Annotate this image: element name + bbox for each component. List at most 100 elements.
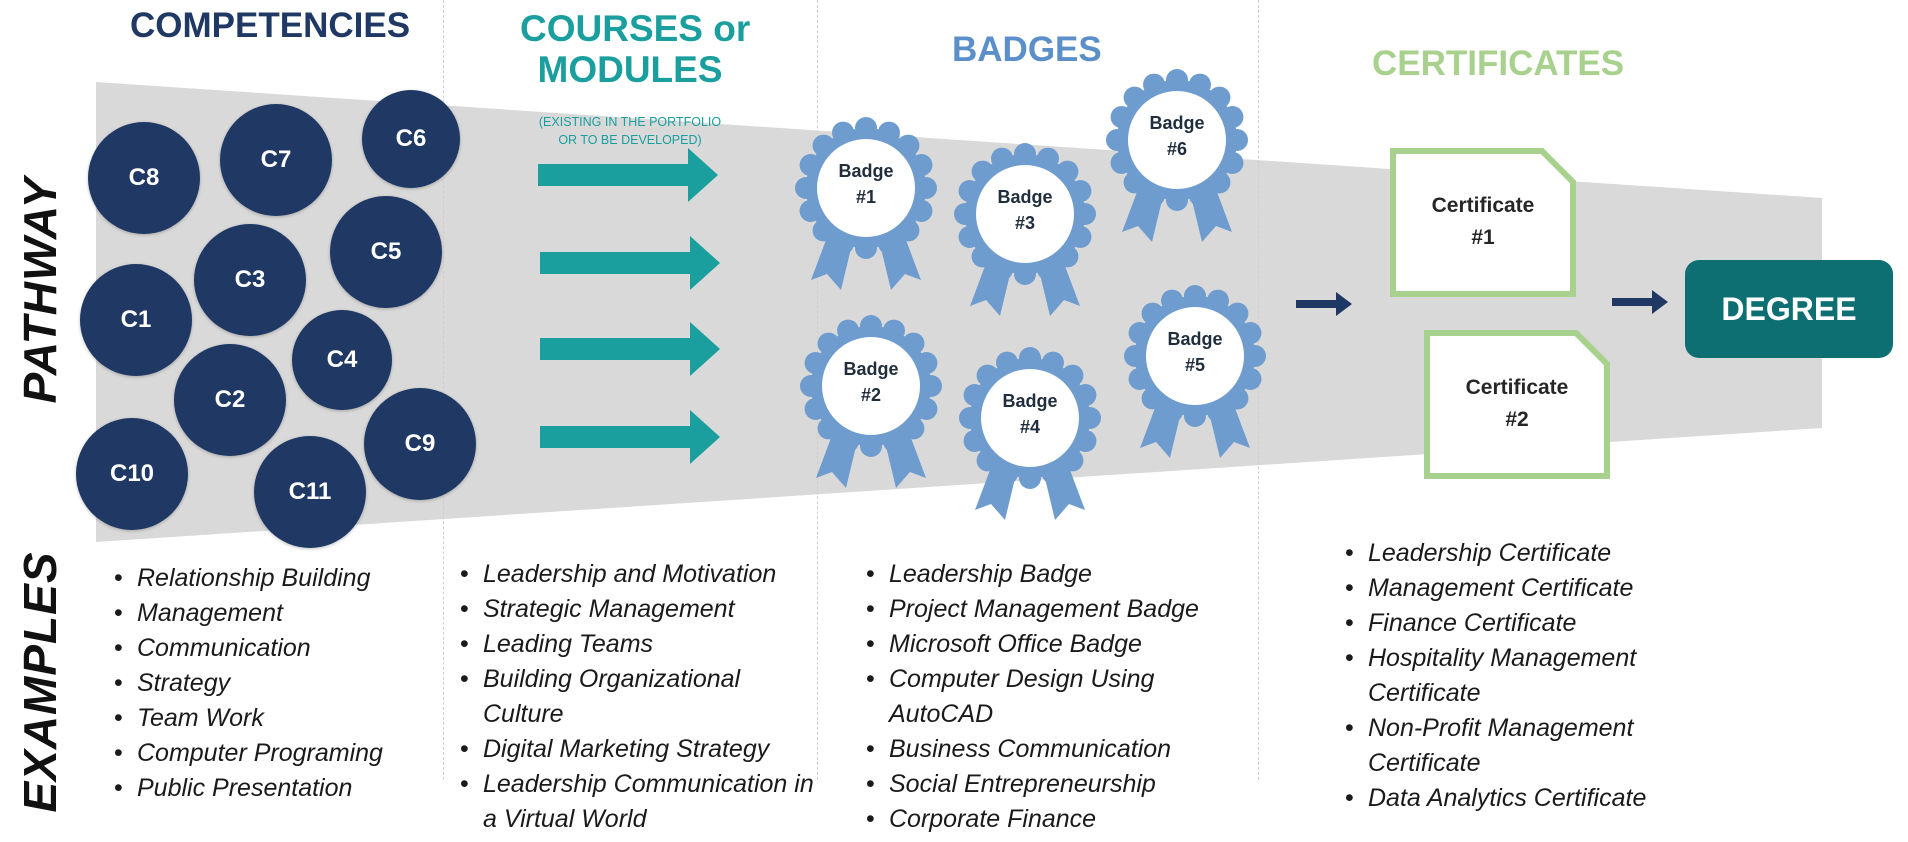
badge-3: Badge #3 [950,140,1100,330]
courses-note: (EXISTING IN THE PORTFOLIO OR TO BE DEVE… [510,114,750,149]
arrow-right-icon [540,410,720,464]
degree-box: DEGREE [1685,260,1893,358]
badge-5: Badge #5 [1120,282,1270,472]
courses-note-line1: (EXISTING IN THE PORTFOLIO [538,115,722,129]
list-item: Hospitality Management Certificate [1345,641,1698,711]
badge-6: Badge #6 [1102,66,1252,256]
badge-rosette-icon [954,143,1096,316]
list-item: Management [114,596,434,631]
competency-circle: C9 [364,388,476,500]
courses-title-line1: COURSES or [520,8,751,49]
badge-label: Badge #1 [791,158,941,210]
list-item: Leading Teams [460,627,820,662]
competency-examples-list: Relationship Building Management Communi… [114,561,434,806]
badge-label-line2: #1 [855,187,877,207]
list-item: Leadership Badge [866,557,1256,592]
badge-label: Badge #3 [950,184,1100,236]
badge-label: Badge #2 [796,356,946,408]
certificate-label-line1: Certificate [1465,376,1569,399]
competency-circle: C1 [80,264,192,376]
certificate-label: Certificate #2 [1432,372,1602,436]
badges-title: BADGES [952,30,1102,69]
competency-circle: C6 [362,90,460,188]
list-item: Leadership Certificate [1345,536,1685,571]
certificate-icon [1390,148,1576,297]
list-item: Computer Design Using AutoCAD [866,662,1219,732]
list-item: Public Presentation [114,771,434,806]
list-item: Relationship Building [114,561,434,596]
badge-label-line2: #4 [1019,417,1041,437]
certificates-title: CERTIFICATES [1372,44,1625,83]
badge-label-line2: #2 [860,385,882,405]
list-item: Communication [114,631,434,666]
certificate-examples-list: Leadership Certificate Management Certif… [1345,536,1685,816]
arrow-right-icon [1612,290,1668,314]
column-divider [443,0,444,780]
list-item: Data Analytics Certificate [1345,781,1685,816]
competency-circle: C7 [220,104,332,216]
column-divider [1258,0,1259,780]
list-item: Computer Programing [114,736,434,771]
list-item: Leadership Communication in a Virtual Wo… [460,767,823,837]
arrow-right-icon [1296,292,1352,316]
list-item: Microsoft Office Badge [866,627,1256,662]
list-item: Strategy [114,666,434,701]
badge-4: Badge #4 [955,344,1105,534]
certificate-icon [1424,330,1610,479]
badge-rosette-icon [800,315,942,488]
badge-2: Badge #2 [796,312,946,502]
list-item: Digital Marketing Strategy [460,732,820,767]
badge-label-line2: #3 [1014,213,1036,233]
badge-examples-list: Leadership Badge Project Management Badg… [866,557,1256,837]
competencies-title: COMPETENCIES [130,6,411,45]
courses-title-line2: MODULES [537,49,723,91]
badge-label-line1: Badge [997,187,1053,207]
badge-label-line1: Badge [1149,113,1205,133]
badge-label-line1: Badge [1167,329,1223,349]
badge-label: Badge #4 [955,388,1105,440]
certificate-label: Certificate #1 [1398,190,1568,254]
badge-rosette-icon [959,347,1101,520]
courses-note-line2: OR TO BE DEVELOPED) [558,132,702,147]
badge-rosette-icon [1124,285,1266,458]
certificate-label-line2: #2 [1505,408,1529,431]
arrow-right-icon [538,148,718,202]
list-item: Building Organizational Culture [460,662,783,732]
badge-1: Badge #1 [791,114,941,304]
badge-label-line1: Badge [838,161,894,181]
certificate-label-line1: Certificate [1431,194,1535,217]
courses-title: COURSES or MODULES [520,8,751,91]
arrow-right-icon [540,236,720,290]
list-item: Project Management Badge [866,592,1256,627]
badge-label-line2: #6 [1166,139,1188,159]
certificate-2: Certificate #2 [1424,330,1610,480]
badge-label-line2: #5 [1184,355,1206,375]
certificate-label-line2: #1 [1471,226,1495,249]
badge-label-line1: Badge [843,359,899,379]
list-item: Leadership and Motivation [460,557,820,592]
competency-circle: C3 [194,224,306,336]
pathway-label: PATHWAY [14,176,66,404]
list-item: Social Entrepreneurship [866,767,1256,802]
list-item: Business Communication [866,732,1256,767]
list-item: Strategic Management [460,592,820,627]
competency-circle: C8 [88,122,200,234]
list-item: Finance Certificate [1345,606,1685,641]
competency-circle: C2 [174,344,286,456]
examples-label: EXAMPLES [14,551,66,813]
badge-label-line1: Badge [1002,391,1058,411]
competency-circle: C5 [330,196,442,308]
competency-circle: C11 [254,436,366,548]
certificate-1: Certificate #1 [1390,148,1576,298]
list-item: Team Work [114,701,434,736]
competency-circle: C10 [76,418,188,530]
list-item: Management Certificate [1345,571,1685,606]
badge-label: Badge #6 [1102,110,1252,162]
list-item: Non-Profit Management Certificate [1345,711,1698,781]
competency-circle: C4 [292,310,392,410]
course-examples-list: Leadership and Motivation Strategic Mana… [460,557,820,837]
list-item: Corporate Finance [866,802,1256,837]
badge-label: Badge #5 [1120,326,1270,378]
arrow-right-icon [540,322,720,376]
badge-rosette-icon [1106,69,1248,242]
